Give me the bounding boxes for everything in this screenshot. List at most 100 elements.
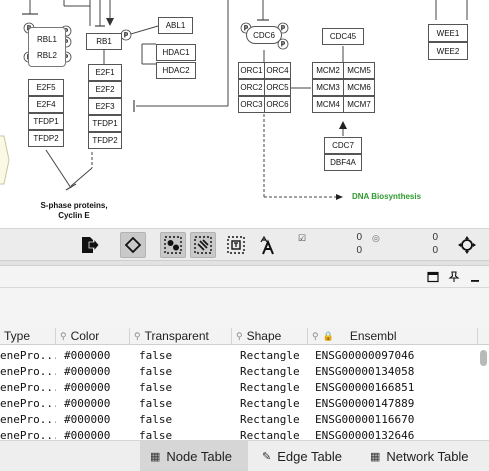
node-label: ORC1 xyxy=(240,66,263,75)
cell-shape: Rectangle xyxy=(240,429,300,440)
node-abl1[interactable]: ABL1 xyxy=(158,17,193,34)
node-orc4[interactable]: ORC4 xyxy=(264,62,291,79)
node-e2f2[interactable]: E2F2 xyxy=(88,81,122,98)
cell-transparent: false xyxy=(139,381,173,394)
column-header-ensembl[interactable]: ⚲🔒Ensembl xyxy=(308,328,478,344)
export-button[interactable] xyxy=(76,232,102,258)
node-orc3[interactable]: ORC3 xyxy=(238,96,265,113)
cell-type: enePro... xyxy=(0,365,56,378)
column-header-color[interactable]: ⚲Color xyxy=(56,328,130,344)
hierarchy-icon: ⚲ xyxy=(60,330,67,341)
table-row[interactable]: enePro... #000000 false Rectangle ENSG00… xyxy=(0,396,478,412)
cell-ensembl: ENSG00000132646 xyxy=(315,429,415,440)
node-cdc7[interactable]: CDC7 xyxy=(324,137,362,154)
node-mcm5[interactable]: MCM5 xyxy=(343,62,375,79)
node-label: E2F4 xyxy=(36,100,56,109)
tab-network-table[interactable]: ▦Network Table xyxy=(360,441,489,471)
node-tfdp1-right[interactable]: TFDP1 xyxy=(88,115,122,132)
cell-shape: Rectangle xyxy=(240,381,300,394)
node-mcm4[interactable]: MCM4 xyxy=(312,96,344,113)
node-tfdp2-right[interactable]: TFDP2 xyxy=(88,132,122,149)
cell-transparent: false xyxy=(139,413,173,426)
rb-complex-node[interactable]: RBL1 RBL2 xyxy=(28,27,66,67)
node-hdac2[interactable]: HDAC2 xyxy=(156,62,196,79)
annotation-select-button[interactable] xyxy=(223,232,249,258)
node-cdc45[interactable]: CDC45 xyxy=(322,28,364,45)
node-label-rbl2: RBL2 xyxy=(36,50,57,60)
node-mcm3[interactable]: MCM3 xyxy=(312,79,344,96)
diamond-select-icon xyxy=(124,236,142,254)
column-header-type[interactable]: Type xyxy=(0,328,56,344)
navigate-button[interactable] xyxy=(454,232,480,258)
network-canvas[interactable]: P P P P P P P P P RBL1 RBL2 RB1 ABL1 HDA… xyxy=(0,0,489,228)
tab-node-table[interactable]: ▦Node Table xyxy=(140,441,248,471)
node-label: CDC45 xyxy=(329,32,357,41)
table-scrollbar[interactable] xyxy=(480,346,487,440)
table-row[interactable]: enePro... #000000 false Rectangle ENSG00… xyxy=(0,364,478,380)
node-label: HDAC1 xyxy=(162,48,190,57)
text-select-button[interactable] xyxy=(255,232,281,258)
sphase-label: S-phase proteins, Cyclin E xyxy=(28,201,120,221)
panel-divider[interactable] xyxy=(0,260,489,266)
column-label: Color xyxy=(70,329,100,343)
node-tfdp2[interactable]: TFDP2 xyxy=(28,130,64,147)
node-label: E2F1 xyxy=(95,68,115,77)
node-label: MCM2 xyxy=(316,66,340,75)
cell-transparent: false xyxy=(139,349,173,362)
node-orc6[interactable]: ORC6 xyxy=(264,96,291,113)
cell-ensembl: ENSG00000166851 xyxy=(315,381,415,394)
node-orc1[interactable]: ORC1 xyxy=(238,62,265,79)
node-mcm2[interactable]: MCM2 xyxy=(312,62,344,79)
pin-panel-button[interactable] xyxy=(447,270,461,284)
diamond-select-button[interactable] xyxy=(120,232,146,258)
node-wee2[interactable]: WEE2 xyxy=(428,42,468,60)
node-hdac1[interactable]: HDAC1 xyxy=(156,44,196,61)
node-dbf4a[interactable]: DBF4A xyxy=(324,154,362,171)
node-e2f4[interactable]: E2F4 xyxy=(28,96,64,113)
column-label: Type xyxy=(4,329,31,343)
node-label: ORC5 xyxy=(266,83,289,92)
phospho-label: P xyxy=(124,33,128,39)
table-icon: ▦ xyxy=(150,450,161,463)
selected-nodes-count: 0 xyxy=(356,232,362,243)
node-cdc6[interactable]: CDC6 xyxy=(246,26,282,44)
tab-edge-table[interactable]: ✎Edge Table xyxy=(252,441,356,471)
column-header-shape[interactable]: ⚲Shape xyxy=(232,328,308,344)
column-header-transparent[interactable]: ⚲Transparent xyxy=(130,328,232,344)
cell-type: enePro... xyxy=(0,349,56,362)
node-label: TFDP2 xyxy=(33,134,59,143)
node-label: MCM4 xyxy=(316,100,340,109)
cell-ensembl: ENSG00000147889 xyxy=(315,397,415,410)
table-body: enePro... #000000 false Rectangle ENSG00… xyxy=(0,345,489,440)
total-nodes-count: 0 xyxy=(356,245,362,256)
phospho-label: P xyxy=(281,26,285,32)
table-row[interactable]: enePro... #000000 false Rectangle ENSG00… xyxy=(0,412,478,428)
table-row[interactable]: enePro... #000000 false Rectangle ENSG00… xyxy=(0,348,478,364)
edge-select-button[interactable] xyxy=(190,232,216,258)
cell-transparent: false xyxy=(139,429,173,440)
node-e2f1[interactable]: E2F1 xyxy=(88,64,122,81)
float-panel-button[interactable] xyxy=(426,270,440,284)
node-orc2[interactable]: ORC2 xyxy=(238,79,265,96)
node-wee1[interactable]: WEE1 xyxy=(428,24,468,42)
cell-transparent: false xyxy=(139,397,173,410)
node-label: ORC2 xyxy=(240,83,263,92)
node-tfdp1[interactable]: TFDP1 xyxy=(28,113,64,130)
node-label: ORC6 xyxy=(266,100,289,109)
node-label: ORC4 xyxy=(266,66,289,75)
table-row[interactable]: enePro... #000000 false Rectangle ENSG00… xyxy=(0,428,478,440)
node-mcm6[interactable]: MCM6 xyxy=(343,79,375,96)
minimize-panel-button[interactable] xyxy=(468,270,482,284)
node-mcm7[interactable]: MCM7 xyxy=(343,96,375,113)
cell-color: #000000 xyxy=(64,349,111,362)
table-row[interactable]: enePro... #000000 false Rectangle ENSG00… xyxy=(0,380,478,396)
pin-icon xyxy=(448,271,460,282)
node-orc5[interactable]: ORC5 xyxy=(264,79,291,96)
node-e2f5[interactable]: E2F5 xyxy=(28,79,64,96)
node-rb1[interactable]: RB1 xyxy=(86,33,122,50)
scrollbar-thumb[interactable] xyxy=(480,350,487,366)
window-icon xyxy=(427,271,439,283)
network-toolbar: ☑ 0 0 ◎ 0 0 xyxy=(0,228,489,261)
node-e2f3[interactable]: E2F3 xyxy=(88,98,122,115)
node-select-button[interactable] xyxy=(160,232,186,258)
